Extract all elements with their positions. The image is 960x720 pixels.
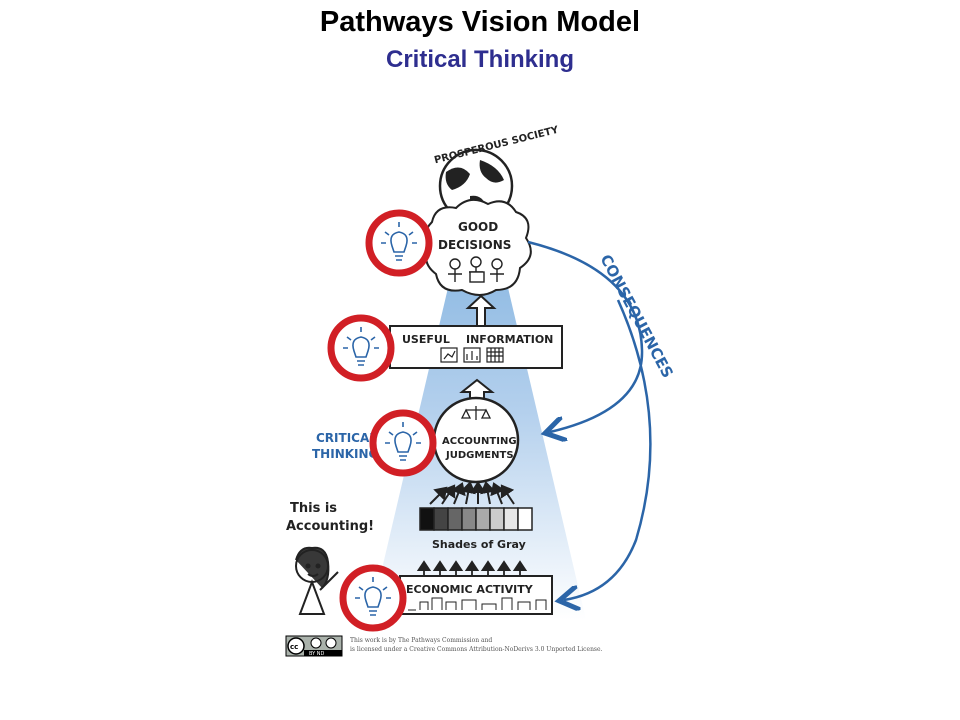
- judgments-label: JUDGMENTS: [445, 450, 514, 461]
- useful-label: USEFUL: [402, 333, 450, 346]
- license-text: This work is by The Pathways Commission …: [350, 636, 650, 654]
- good-decisions-line1: GOOD: [458, 220, 498, 234]
- lightbulb-icon: [385, 422, 421, 461]
- shades-of-gray-strip: [419, 507, 533, 531]
- thinking-label: THINKING: [312, 447, 378, 461]
- cc-license-badge: cc BY ND: [285, 635, 343, 657]
- consequences-label: CONSEQUENCES: [596, 251, 676, 381]
- lightbulb-icon: [355, 577, 391, 616]
- accounting-label: ACCOUNTING: [442, 436, 517, 447]
- report-icons: [440, 347, 504, 363]
- lightbulb-marker-1: [365, 209, 433, 277]
- accounting-judgments-circle: ACCOUNTING JUDGMENTS: [432, 396, 520, 484]
- svg-text:cc: cc: [290, 643, 298, 651]
- consequences-arrow-lower: [564, 299, 652, 600]
- information-label: INFORMATION: [466, 333, 553, 346]
- page-subtitle: Critical Thinking: [385, 46, 574, 73]
- scale-icon: [460, 406, 492, 420]
- license-line1: This work is by The Pathways Commission …: [350, 637, 493, 644]
- input-arrows: [429, 481, 515, 505]
- up-arrow-icon: [465, 294, 497, 327]
- town-icon: [408, 597, 547, 611]
- useful-information-banner: USEFUL INFORMATION: [389, 325, 563, 369]
- page-title: Pathways Vision Model: [319, 6, 641, 38]
- lightbulb-marker-4: [339, 564, 407, 632]
- speech-line1: This is: [290, 501, 337, 516]
- girl-figure: [295, 546, 339, 615]
- economic-activity-label: ECONOMIC ACTIVITY: [406, 583, 534, 596]
- lightbulb-icon: [343, 327, 379, 366]
- critical-label: CRITICAL: [316, 431, 377, 445]
- economic-activity-banner: ECONOMIC ACTIVITY: [399, 575, 553, 615]
- good-decisions-line2: DECISIONS: [438, 238, 511, 252]
- lightbulb-icon: [381, 222, 417, 261]
- people-icon: [448, 256, 504, 283]
- license-line2: is licensed under a Creative Commons Att…: [350, 646, 603, 653]
- speech-line2: Accounting!: [286, 519, 374, 534]
- lightbulb-marker-2: [327, 314, 395, 382]
- lightbulb-marker-3: [369, 409, 437, 477]
- shades-of-gray-label: Shades of Gray: [432, 538, 526, 551]
- consequences-arrow-upper: [527, 240, 644, 432]
- cc-badge-text: BY ND: [309, 651, 325, 657]
- good-decisions-cloud: GOOD DECISIONS: [424, 198, 532, 296]
